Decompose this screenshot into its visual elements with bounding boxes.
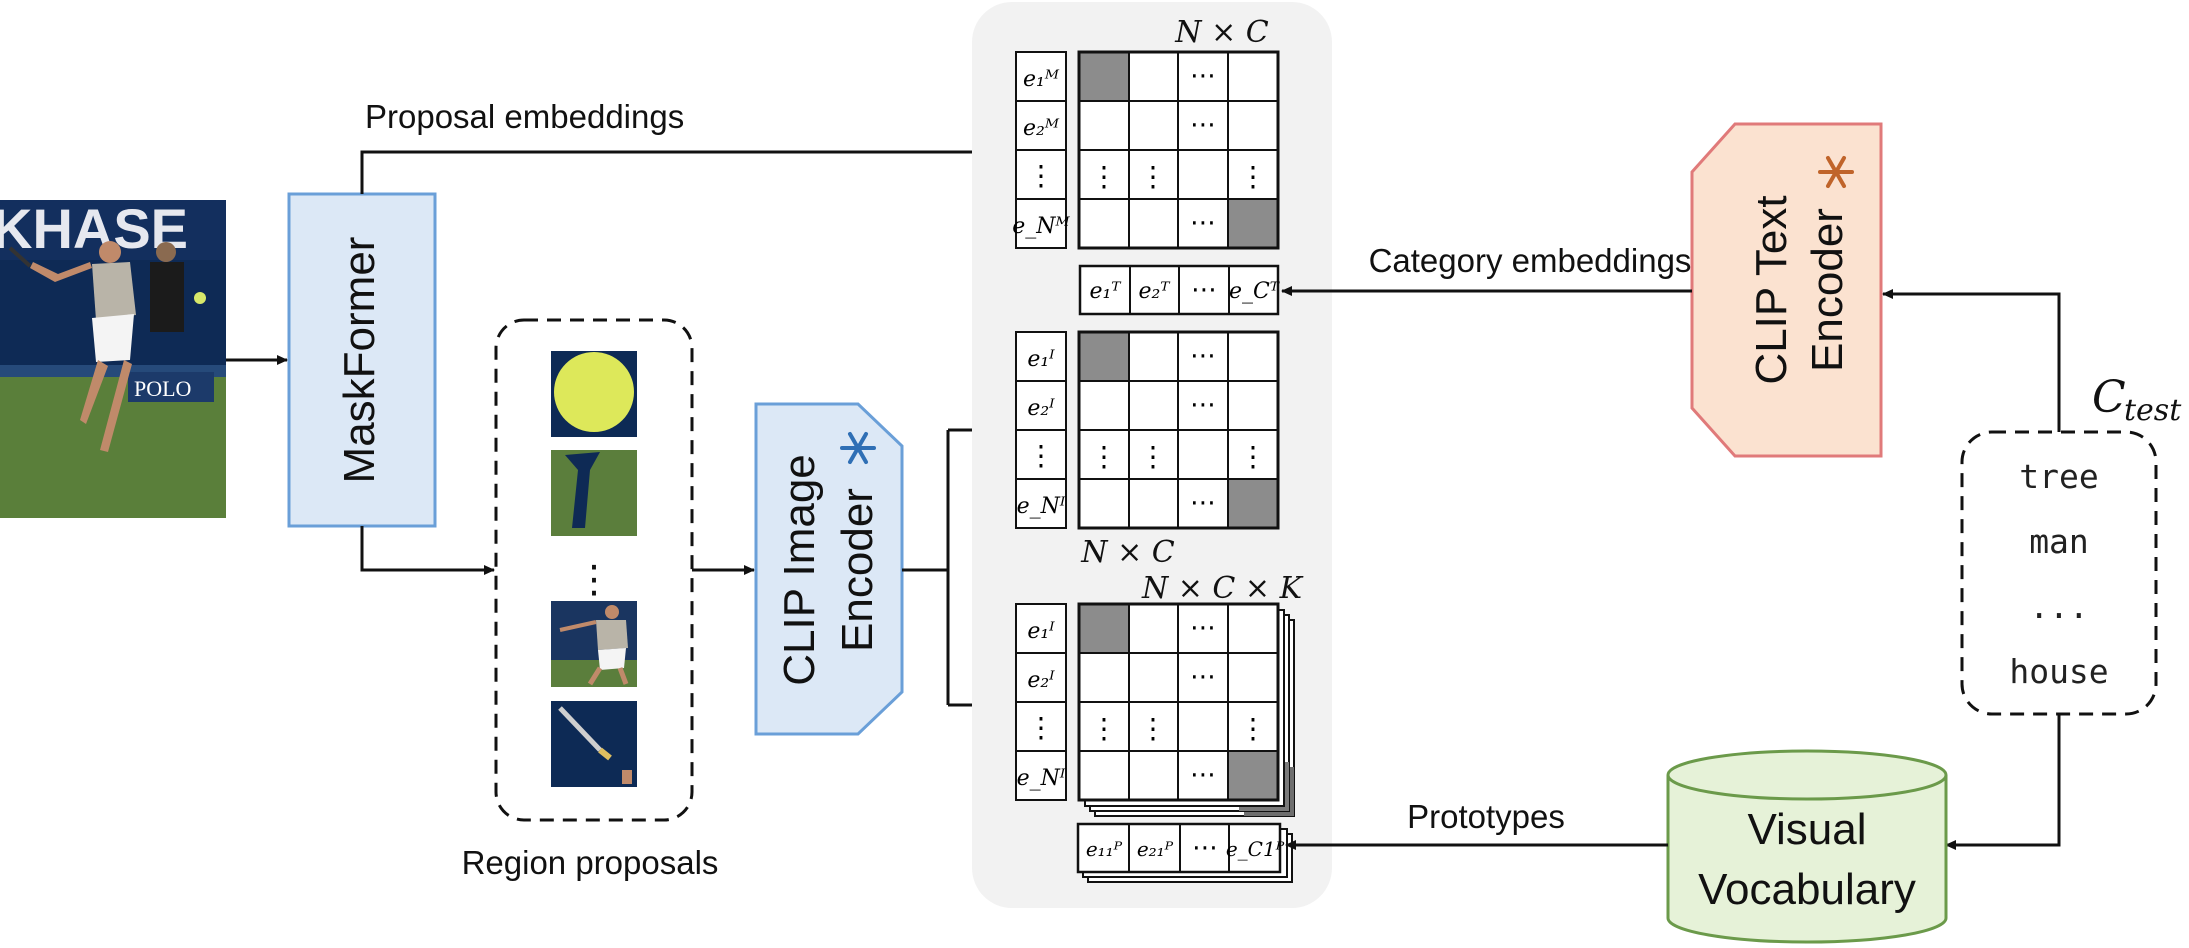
row-label-p1: e₁ᴵ — [1027, 619, 1055, 644]
category-embeddings-label: Category embeddings — [1369, 242, 1692, 279]
row-label-i2: e₂ᴵ — [1027, 396, 1055, 421]
m1-ellipsis-r4: ⋯ — [1190, 207, 1216, 237]
mask-similarity-matrix: N × C e₁ᴹ e₂ᴹ ⋮ e_Nᴹ ⋯ ⋯ ⋮ ⋮ ⋮ ⋯ — [1012, 15, 1280, 250]
c-test-label: C test — [2092, 372, 2182, 428]
visual-vocabulary-cylinder: Visual Vocabulary — [1666, 749, 1948, 944]
prototype-embedding-row: e₁₁ᴾ e₂₁ᴾ ⋯ e_C1ᴾ — [1076, 822, 1293, 883]
proposal-embeddings-label: Proposal embeddings — [365, 98, 684, 135]
c-test-sub: test — [2124, 393, 2182, 428]
m2-vdots-c2: ⋮ — [1139, 441, 1167, 472]
text-emb-4: e_Cᵀ — [1229, 279, 1281, 304]
dim-label-mid: N × C — [1080, 535, 1174, 570]
c-test-main: C — [2092, 372, 2126, 423]
row-label-p2: e₂ᴵ — [1027, 668, 1055, 693]
image-similarity-matrix: e₁ᴵ e₂ᴵ ⋮ e_Nᴵ ⋯ ⋯ ⋮ ⋮ ⋮ ⋯ N × C — [1015, 330, 1280, 570]
maskformer-block: MaskFormer — [287, 192, 437, 528]
clip-image-encoder-block: CLIP Image Encoder — [754, 402, 904, 736]
row-label-m4: e_Nᴹ — [1012, 214, 1070, 239]
m3-vdots-c1: ⋮ — [1090, 713, 1118, 744]
vocab-word-2: man — [2029, 522, 2089, 561]
m2-ellipsis-r4: ⋯ — [1190, 487, 1216, 517]
visual-vocabulary-label-2: Vocabulary — [1698, 865, 1916, 914]
vocab-word-3: ... — [2029, 587, 2089, 626]
m1-vdots-c2: ⋮ — [1139, 161, 1167, 192]
m1-vdots-c4: ⋮ — [1239, 161, 1267, 192]
proto-emb-3: ⋯ — [1192, 832, 1218, 862]
text-emb-3: ⋯ — [1191, 274, 1217, 304]
m3-ellipsis-r4: ⋯ — [1190, 759, 1216, 789]
m1-vdots-c1: ⋮ — [1090, 161, 1118, 192]
prototype-similarity-stack: N × C × K e₁ᴵ e₂ᴵ ⋮ e_Nᴵ ⋯ ⋯ ⋮ ⋮ ⋮ ⋯ — [1015, 571, 1304, 817]
row-label-i4: e_Nᴵ — [1017, 494, 1066, 519]
m2-ellipsis-r2: ⋯ — [1190, 389, 1216, 419]
snowflake-icon — [840, 432, 876, 464]
m1-ellipsis-r1: ⋯ — [1190, 60, 1216, 90]
text-embedding-row: e₁ᵀ e₂ᵀ ⋯ e_Cᵀ — [1078, 264, 1281, 316]
test-vocabulary-box: tree man ... house — [1960, 430, 2158, 716]
row-label-m1: e₁ᴹ — [1023, 67, 1060, 92]
maskformer-label: MaskFormer — [335, 237, 384, 484]
m2-vdots-c1: ⋮ — [1090, 441, 1118, 472]
vocab-word-1: tree — [2019, 457, 2098, 496]
vocab-word-4: house — [2009, 652, 2108, 691]
clip-text-encoder-block: CLIP Text Encoder — [1690, 122, 1883, 458]
svg-text:POLO: POLO — [134, 376, 191, 401]
proto-emb-4: e_C1ᴾ — [1226, 837, 1285, 861]
m3-ellipsis-r1: ⋯ — [1190, 612, 1216, 642]
text-emb-1: e₁ᵀ — [1089, 279, 1122, 304]
m1-ellipsis-r2: ⋯ — [1190, 109, 1216, 139]
m3-vdots-c2: ⋮ — [1139, 713, 1167, 744]
m3-vdots-c4: ⋮ — [1239, 713, 1267, 744]
dim-label-nck: N × C × K — [1141, 571, 1304, 606]
clip-text-encoder-label-1: CLIP Text — [1747, 195, 1796, 384]
row-label-p4: e_Nᴵ — [1017, 766, 1066, 791]
row-label-m2: e₂ᴹ — [1023, 116, 1060, 141]
region-vdots: ⋮ — [575, 559, 613, 601]
row-label-m3: ⋮ — [1027, 160, 1055, 191]
snowflake-icon — [1818, 156, 1854, 188]
clip-image-encoder-label-1: CLIP Image — [775, 454, 824, 686]
region-proposals: ⋮ — [494, 318, 694, 822]
dim-label-top: N × C — [1174, 15, 1268, 50]
prototypes-label: Prototypes — [1407, 798, 1565, 835]
clip-text-encoder-label-2: Encoder — [1803, 208, 1852, 372]
proto-emb-1: e₁₁ᴾ — [1086, 837, 1123, 861]
m2-vdots-c4: ⋮ — [1239, 441, 1267, 472]
proto-emb-2: e₂₁ᴾ — [1137, 837, 1174, 861]
visual-vocabulary-label-1: Visual — [1747, 805, 1866, 854]
m2-ellipsis-r1: ⋯ — [1190, 340, 1216, 370]
row-label-i1: e₁ᴵ — [1027, 347, 1055, 372]
region-proposals-label: Region proposals — [462, 844, 719, 881]
input-image: KHASE POLO — [0, 197, 226, 518]
text-emb-2: e₂ᵀ — [1138, 279, 1171, 304]
row-label-p3: ⋮ — [1027, 712, 1055, 743]
m3-ellipsis-r2: ⋯ — [1190, 661, 1216, 691]
clip-image-encoder-label-2: Encoder — [833, 488, 882, 652]
row-label-i3: ⋮ — [1027, 440, 1055, 471]
